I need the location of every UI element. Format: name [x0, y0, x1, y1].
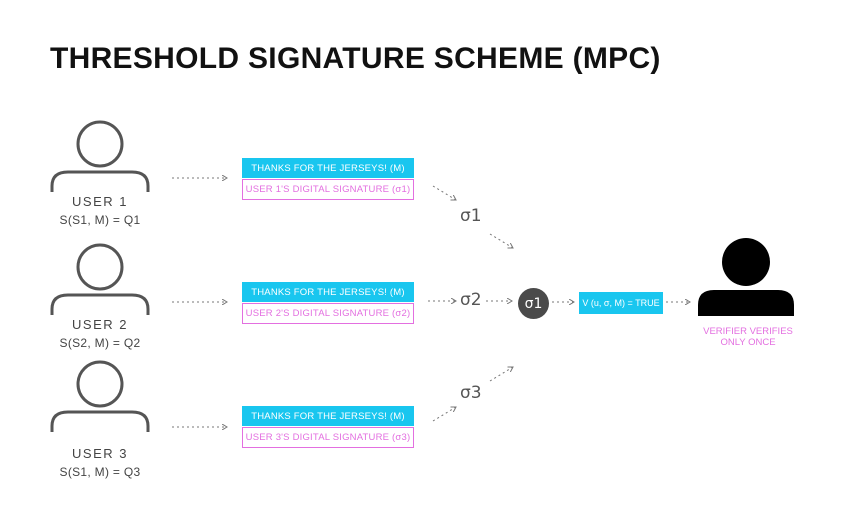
user-2-message-box: THANKS FOR THE JERSEYS! (M) [242, 282, 414, 302]
user-3-formula: S(S1, M) = Q3 [59, 465, 141, 479]
diagram-title: THRESHOLD SIGNATURE SCHEME (MPC) [50, 42, 661, 75]
user-1-icon [50, 120, 150, 192]
user-2-icon [50, 243, 150, 315]
user-2-signature-box: USER 2'S DIGITAL SIGNATURE (σ2) [242, 303, 414, 324]
verifier-caption: VERIFIER VERIFIES ONLY ONCE [690, 326, 806, 348]
verifier-caption-line2: ONLY ONCE [720, 337, 776, 348]
user-3-label: USER 3 [72, 446, 128, 461]
aggregate-signature-node: σ1 [518, 288, 549, 319]
sigma-2-label: σ2 [460, 290, 482, 310]
verifier-icon [698, 238, 794, 316]
user-2-label: USER 2 [72, 317, 128, 332]
verifier-caption-line1: VERIFIER VERIFIES [703, 326, 793, 337]
user-1-label: USER 1 [72, 194, 128, 209]
verify-box: V (u, σ, M) = TRUE [579, 292, 663, 314]
user-3-icon [50, 360, 150, 432]
signature-arrows [428, 185, 690, 422]
user-3-message-box: THANKS FOR THE JERSEYS! (M) [242, 406, 414, 426]
user-1-signature-box: USER 1'S DIGITAL SIGNATURE (σ1) [242, 179, 414, 200]
user-3-signature-box: USER 3'S DIGITAL SIGNATURE (σ3) [242, 427, 414, 448]
sigma-3-label: σ3 [460, 383, 482, 403]
user-2-formula: S(S2, M) = Q2 [59, 336, 141, 350]
user-1-message-box: THANKS FOR THE JERSEYS! (M) [242, 158, 414, 178]
sigma-1-label: σ1 [460, 206, 482, 226]
user-1-formula: S(S1, M) = Q1 [59, 213, 141, 227]
user-to-message-arrows [172, 178, 227, 427]
